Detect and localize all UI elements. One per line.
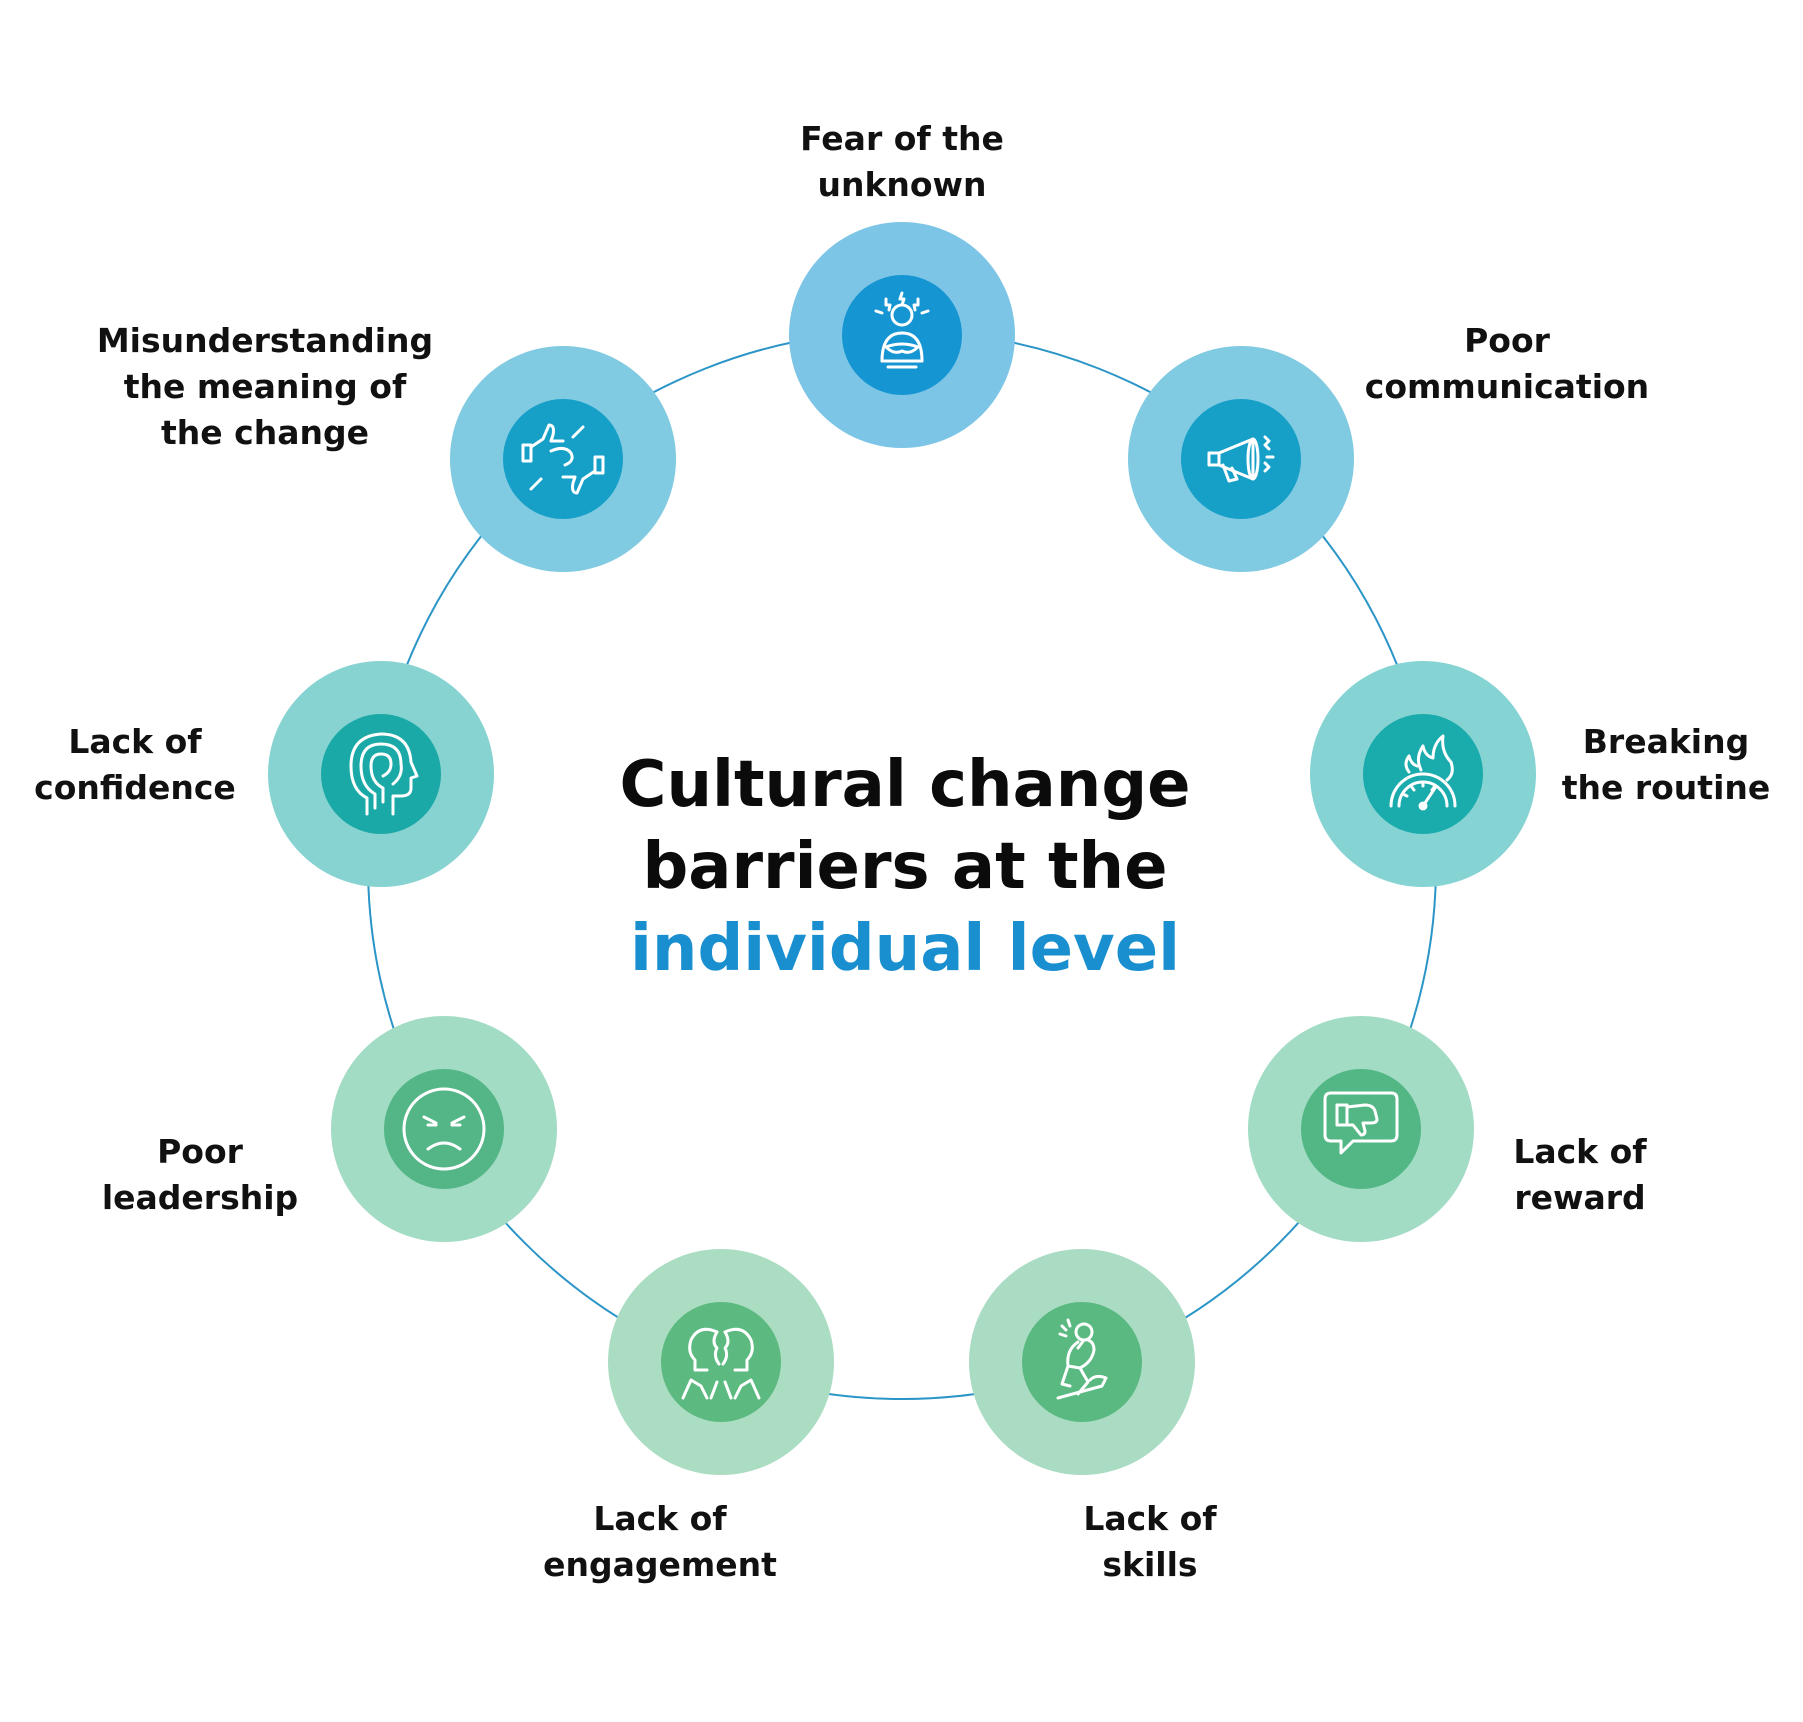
anxious-person-icon: [874, 291, 930, 369]
label-line: communication: [1364, 367, 1650, 406]
label-line: Poor: [1464, 321, 1550, 360]
node-inner-circle: [1301, 1069, 1421, 1189]
node-inner-circle: [1363, 714, 1483, 834]
label-poor-leadership: Poor leadership: [70, 1129, 330, 1221]
label-line: confidence: [34, 768, 236, 807]
label-line: Lack of: [68, 722, 202, 761]
node-lack-of-skills: [969, 1249, 1195, 1475]
thumbs-down-bubble-icon: [1323, 1091, 1399, 1155]
label-line: skills: [1102, 1545, 1198, 1584]
label-line: unknown: [817, 165, 987, 204]
node-inner-circle: [384, 1069, 504, 1189]
label-breaking-the-routine: Breaking the routine: [1536, 719, 1796, 811]
label-line: the routine: [1561, 768, 1771, 807]
node-inner-circle: [1022, 1302, 1142, 1422]
label-line: the change: [161, 413, 369, 452]
label-line: Misunderstanding: [96, 321, 434, 360]
label-line: leadership: [101, 1178, 299, 1217]
title-line-1: Cultural change: [619, 748, 1191, 822]
megaphone-icon: [1207, 435, 1275, 483]
label-fear-of-the-unknown: Fear of the unknown: [752, 116, 1052, 208]
label-lack-of-skills: Lack of skills: [1040, 1496, 1260, 1588]
label-line: Poor: [157, 1132, 243, 1171]
node-inner-circle: [321, 714, 441, 834]
label-line: Breaking: [1582, 722, 1750, 761]
node-fear-of-the-unknown: [789, 222, 1015, 448]
node-lack-of-reward: [1248, 1016, 1474, 1242]
node-breaking-the-routine: [1310, 661, 1536, 887]
label-line: Fear of the: [800, 119, 1004, 158]
thumbs-up-down-icon: [521, 423, 605, 495]
speedometer-flame-icon: [1389, 734, 1457, 811]
node-lack-of-engagement: [608, 1249, 834, 1475]
head-profile-icon: [349, 732, 419, 816]
label-line: reward: [1514, 1178, 1646, 1217]
label-line: engagement: [543, 1545, 777, 1584]
title-line-3: individual level: [629, 912, 1181, 986]
label-lack-of-confidence: Lack of confidence: [10, 719, 260, 811]
label-misunderstanding-the-change: Misunderstanding the meaning of the chan…: [60, 318, 470, 456]
label-line: Lack of: [593, 1499, 727, 1538]
node-inner-circle: [661, 1302, 781, 1422]
label-line: Lack of: [1083, 1499, 1217, 1538]
label-line: Lack of: [1513, 1132, 1647, 1171]
node-misunderstanding-the-change: [450, 346, 676, 572]
node-inner-circle: [842, 275, 962, 395]
thinker-icon: [1056, 1318, 1108, 1400]
label-lack-of-engagement: Lack of engagement: [510, 1496, 810, 1588]
node-poor-leadership: [331, 1016, 557, 1242]
diagram-title: Cultural change barriers at the individu…: [500, 744, 1310, 990]
title-line-2: barriers at the: [642, 830, 1168, 904]
angry-face-icon: [402, 1087, 486, 1171]
label-line: the meaning of: [123, 367, 407, 406]
node-lack-of-confidence: [268, 661, 494, 887]
node-inner-circle: [503, 399, 623, 519]
label-poor-communication: Poor communication: [1332, 318, 1682, 410]
node-poor-communication: [1128, 346, 1354, 572]
node-inner-circle: [1181, 399, 1301, 519]
split-heads-icon: [681, 1327, 761, 1400]
label-lack-of-reward: Lack of reward: [1480, 1129, 1680, 1221]
